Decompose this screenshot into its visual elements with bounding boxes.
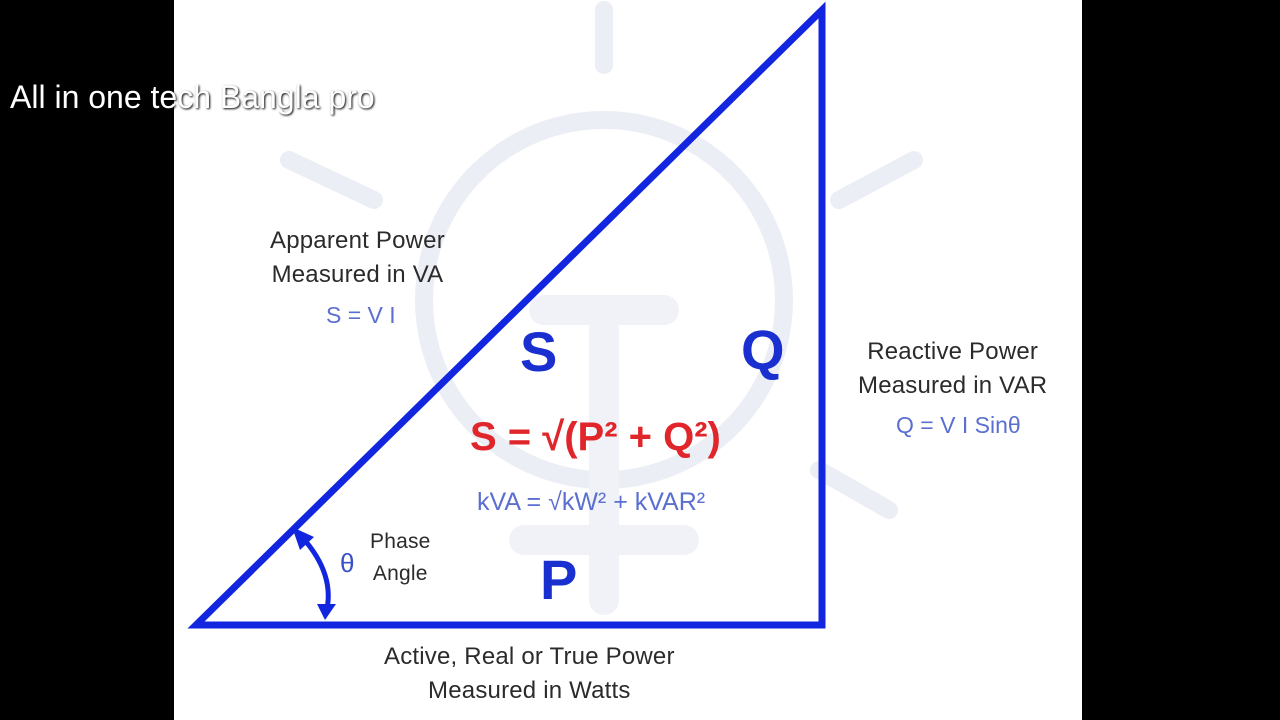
- angle-arrow-bottom-icon: [317, 604, 336, 620]
- reactive-power-unit: Measured in VAR: [858, 369, 1047, 403]
- phase-angle-label: Phase Angle: [370, 526, 431, 590]
- phase-angle-arc: [302, 537, 328, 613]
- phase-angle-line1: Phase: [370, 526, 431, 558]
- active-power-unit: Measured in Watts: [384, 674, 675, 708]
- reactive-power-formula: Q = V I Sinθ: [896, 412, 1021, 439]
- apparent-power-title: Apparent Power: [270, 224, 445, 258]
- apparent-power-unit: Measured in VA: [270, 258, 445, 292]
- theta-symbol: θ: [340, 548, 354, 579]
- apparent-power-label: Apparent Power Measured in VA: [270, 224, 445, 292]
- active-power-label: Active, Real or True Power Measured in W…: [384, 640, 675, 708]
- main-formula: S = √(P² + Q²): [470, 415, 721, 459]
- unit-formula: kVA = √kW² + kVAR²: [477, 488, 705, 516]
- symbol-p: P: [540, 552, 577, 608]
- phase-angle-line2: Angle: [370, 558, 431, 590]
- channel-watermark: All in one tech Bangla pro: [10, 78, 375, 116]
- reactive-power-title: Reactive Power: [858, 335, 1047, 369]
- reactive-power-label: Reactive Power Measured in VAR: [858, 335, 1047, 403]
- active-power-title: Active, Real or True Power: [384, 640, 675, 674]
- apparent-power-formula: S = V I: [326, 302, 396, 329]
- symbol-s: S: [520, 324, 557, 380]
- symbol-q: Q: [741, 322, 785, 378]
